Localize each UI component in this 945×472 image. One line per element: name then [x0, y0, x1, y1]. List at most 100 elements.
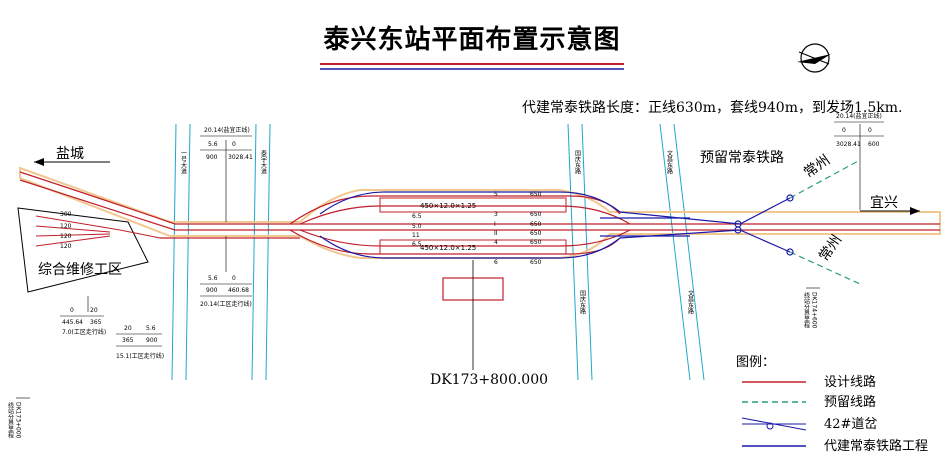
svg-text:DK174+600: DK174+600: [811, 292, 818, 329]
switch-icon: [734, 226, 742, 234]
legend-heading: 图例：: [736, 355, 775, 370]
place-changzhou-lower: 常州: [816, 232, 845, 264]
svg-text:0: 0: [842, 127, 846, 134]
embankment-outline: [19, 166, 941, 259]
road-line: [673, 123, 705, 381]
table-left-top: 20.14(盐宜正线) 5.6 0 900 3028.41: [200, 126, 253, 222]
svg-text:3028.41: 3028.41: [228, 154, 253, 161]
road-name: 文昌东路: [666, 149, 673, 175]
track-number: I: [494, 221, 496, 228]
svg-text:445.64: 445.64: [62, 319, 83, 326]
north-arrow-icon: [797, 43, 831, 73]
svg-text:20: 20: [124, 325, 132, 332]
svg-text:20.14(盐宜正线): 20.14(盐宜正线): [204, 126, 250, 134]
svg-text:20.14(盐宜正线): 20.14(盐宜正线): [836, 112, 882, 120]
svg-text:120: 120: [60, 223, 72, 230]
track-number: 3: [494, 211, 498, 218]
table-right-top: 20.14(盐宜正线) 0 0 3028.41 600: [834, 112, 884, 210]
depot-label: 综合维修工区: [38, 262, 122, 278]
svg-text:5.6: 5.6: [146, 325, 156, 332]
track-number: 4: [494, 239, 498, 246]
arrow-head-icon: [910, 207, 920, 215]
switches: [734, 194, 794, 256]
reserved-lines: [789, 159, 861, 285]
svg-text:7.0(工区走行线): 7.0(工区走行线): [62, 328, 106, 336]
label-reserved-changtai: 预留常泰铁路: [700, 150, 784, 166]
changtai-length-note: 代建常泰铁路长度：正线630m，套线940m，到发场1.5km.: [522, 100, 902, 116]
track-length: 650: [530, 191, 542, 198]
track-length: 650: [530, 239, 542, 246]
boundary-right: 线站分界里程 DK174+600: [803, 287, 820, 329]
platform-upper-dims: 450×12.0×1.25: [420, 202, 476, 210]
arrow-head-icon: [34, 158, 44, 166]
platform-lower: [379, 239, 567, 255]
legend-item: 预留线路: [824, 394, 876, 410]
roads: [171, 123, 705, 381]
svg-text:365: 365: [90, 319, 102, 326]
track-number: II: [494, 230, 498, 237]
road-name: 一号大道: [180, 150, 187, 175]
road-name: 国庆东路: [574, 150, 581, 175]
track-offset: 6.5: [412, 213, 422, 220]
svg-text:3028.41: 3028.41: [836, 141, 861, 148]
maintenance-depot: 300 120 120 120 综合维修工区: [17, 207, 161, 293]
svg-text:300: 300: [60, 211, 72, 218]
station-km: DK173+800.000: [430, 372, 548, 388]
track-number: 6: [494, 259, 498, 266]
svg-text:20.14(工区走行线): 20.14(工区走行线): [200, 300, 252, 308]
track-length: 650: [530, 259, 542, 266]
table-depot-a: 0 20 445.64 365 7.0(工区走行线): [60, 296, 106, 336]
svg-text:900: 900: [206, 154, 218, 161]
svg-text:600: 600: [868, 141, 880, 148]
legend-item: 设计线路: [824, 374, 876, 390]
road-line: [659, 123, 691, 381]
legend-item: 42#道岔: [824, 417, 877, 432]
road-name: 泰宇大道: [260, 149, 267, 175]
road-name: 文昌东路: [687, 289, 694, 315]
road-line: [567, 123, 579, 381]
road-line: [265, 123, 271, 381]
track-number: 5: [494, 191, 498, 198]
track-length: 650: [530, 221, 542, 228]
track-offset: 5.0: [412, 223, 422, 230]
svg-text:900: 900: [206, 287, 218, 294]
place-yixing: 宜兴: [870, 195, 898, 211]
road-name: 国庆东路: [579, 290, 586, 315]
track-numbers: 5 3 I II 4 6 650 650 650 650 650 650 6.5…: [412, 191, 542, 266]
svg-text:20: 20: [90, 307, 98, 314]
svg-text:0: 0: [868, 127, 872, 134]
track-length: 650: [530, 211, 542, 218]
table-left-bottom: 5.6 0 900 460.68 20.14(工区走行线): [200, 236, 252, 308]
legend: 图例： 设计线路 预留线路 42#道岔 代建常泰铁路工程: [736, 355, 928, 454]
track-offset: 6.5: [412, 241, 422, 248]
platform-lower-dims: 450×12.0×1.25: [420, 244, 476, 252]
boundary-left: 线站分界里程 DK173+000: [7, 397, 30, 439]
svg-text:120: 120: [60, 233, 72, 240]
switch-icon: [766, 422, 774, 430]
road-line: [581, 123, 593, 381]
place-yancheng: 盐城: [56, 146, 84, 162]
svg-text:DK173+000: DK173+000: [15, 402, 22, 439]
switch-icon: [786, 248, 794, 256]
svg-text:120: 120: [60, 243, 72, 250]
road-line: [251, 123, 257, 381]
road-line: [171, 123, 177, 381]
diagram-title: 泰兴东站平面布置示意图: [323, 24, 620, 55]
changtai-tracks: [319, 191, 791, 259]
svg-text:900: 900: [146, 337, 158, 344]
road-line: [185, 123, 191, 381]
track-length: 650: [530, 230, 542, 237]
track-offset: 11: [412, 232, 420, 239]
svg-text:5.6: 5.6: [208, 141, 218, 148]
svg-text:0: 0: [232, 275, 236, 282]
svg-text:365: 365: [122, 337, 134, 344]
legend-item: 代建常泰铁路工程: [824, 438, 928, 454]
svg-text:线站分界里程: 线站分界里程: [7, 401, 14, 439]
switch-icon: [786, 194, 794, 202]
platform-upper: [379, 197, 567, 213]
svg-text:460.68: 460.68: [228, 287, 249, 294]
svg-text:15.1(工区走行线): 15.1(工区走行线): [116, 352, 164, 360]
svg-text:0: 0: [232, 141, 236, 148]
svg-text:5.6: 5.6: [208, 275, 218, 282]
